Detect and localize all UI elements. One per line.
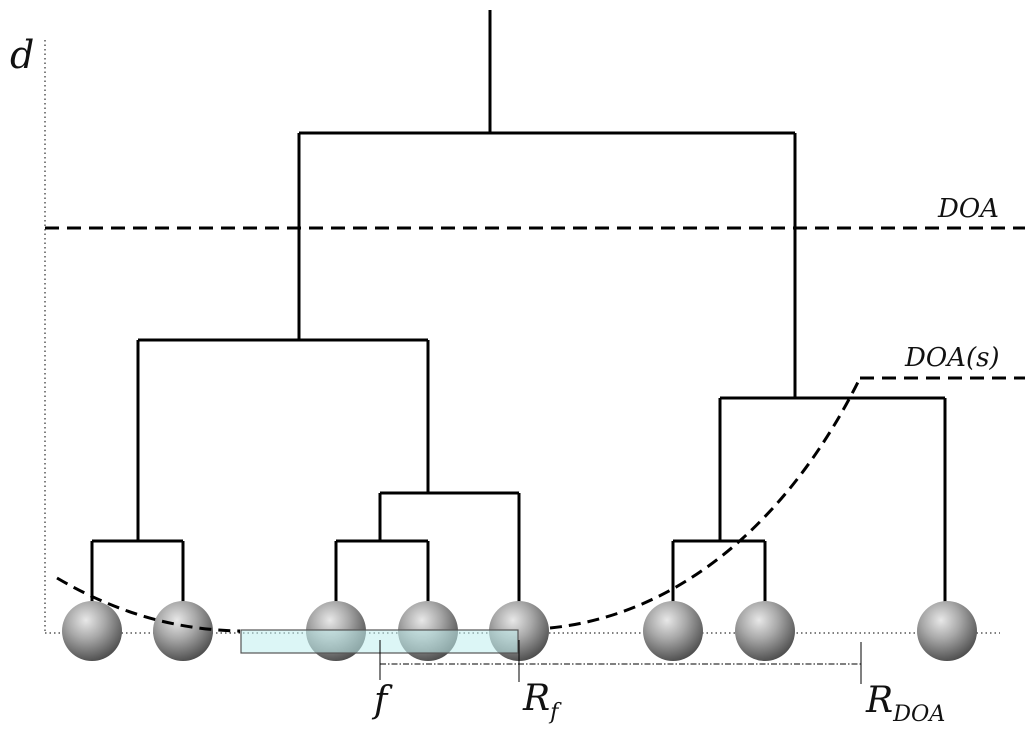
doa-label: DOA xyxy=(938,194,999,224)
r-doa-label: RDOA xyxy=(866,680,945,726)
r-f-subscript: f xyxy=(550,699,559,726)
r-doa-main: R xyxy=(866,680,894,721)
axis-label-d: d xyxy=(10,33,35,77)
leaf-node-2 xyxy=(153,601,213,661)
leaf-node-7 xyxy=(735,601,795,661)
r-f-main: R xyxy=(523,678,551,719)
doa-s-curve xyxy=(56,377,862,633)
doa-s-label: DOA(s) xyxy=(905,343,1000,373)
r-doa-subscript: DOA xyxy=(893,701,946,728)
dendrogram-branches xyxy=(90,10,947,608)
f-label: f xyxy=(374,680,388,721)
leaf-node-6 xyxy=(643,601,703,661)
range-markers xyxy=(379,640,862,684)
leaf-node-1 xyxy=(62,601,122,661)
r-f-label: Rf xyxy=(523,678,558,724)
leaf-node-8 xyxy=(917,601,977,661)
